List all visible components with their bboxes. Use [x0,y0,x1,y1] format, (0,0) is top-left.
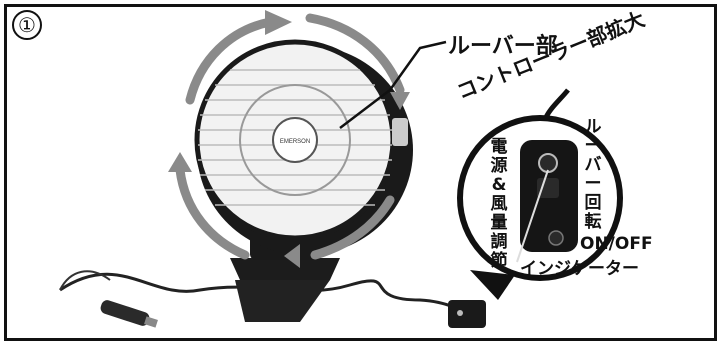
figure-frame [4,4,717,341]
louver-leader [339,40,447,129]
inline-controller [448,300,486,328]
svg-text:EMERSON: EMERSON [280,139,310,145]
figure-number: ① [12,10,42,40]
car-plug [100,300,158,328]
louver-rotation-callout: ルーバー回転 [584,117,602,232]
arrow-head-icon [390,92,410,110]
arrow-head-icon [168,152,192,172]
fan-head: EMERSON [194,39,413,255]
zoom-circle [457,88,623,300]
power-cable [59,272,471,320]
rotation-arrows [175,13,405,260]
arrow-head-icon [265,10,292,35]
indicator-callout: インジケーター [520,259,639,279]
on-off-callout: ON/OFF [580,234,653,254]
power-airflow-callout: 電源&風量調節 [490,137,508,271]
louver-callout: ルーバー部 [448,34,558,59]
arrow-head-icon [284,244,300,268]
